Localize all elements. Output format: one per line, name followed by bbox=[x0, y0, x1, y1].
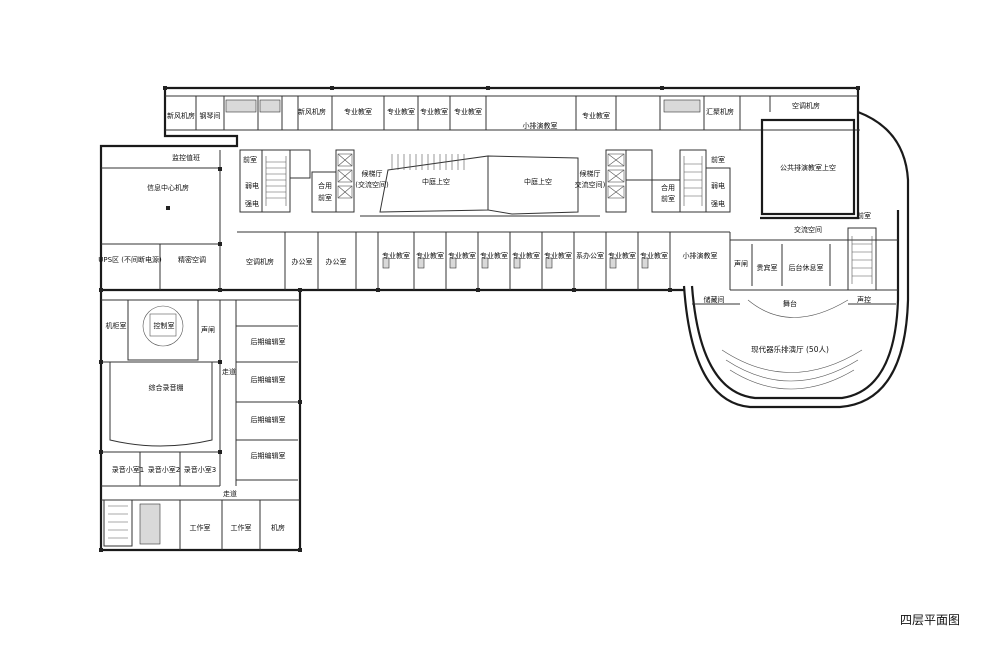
room-label: 录音小室1 bbox=[112, 465, 144, 474]
room-label: 合用 bbox=[661, 183, 675, 192]
room-label: 系办公室 bbox=[576, 251, 604, 260]
room-label: 专业教室 bbox=[512, 251, 540, 260]
room-label: 合用 bbox=[318, 181, 332, 190]
room-label: UPS区 (不间断电源) bbox=[98, 255, 162, 264]
room-label: 走道 bbox=[223, 489, 237, 498]
room-label: 专业教室 bbox=[640, 251, 668, 260]
room-label: 后期编辑室 bbox=[251, 451, 286, 460]
west-block-partitions bbox=[101, 167, 300, 550]
room-label: 汇聚机房 bbox=[706, 107, 734, 116]
room-label: 中庭上空 bbox=[422, 177, 450, 186]
room-label: 办公室 bbox=[292, 257, 313, 266]
drawing-caption: 四层平面图 bbox=[900, 613, 961, 627]
room-label: 新风机房 bbox=[167, 111, 195, 120]
room-label: 空调机房 bbox=[792, 101, 820, 110]
room-label: 监控值班 bbox=[172, 153, 200, 162]
room-label: 走道 bbox=[222, 367, 236, 376]
room-label: 后期编辑室 bbox=[251, 375, 286, 384]
room-label: 工作室 bbox=[231, 523, 252, 532]
room-label: 后期编辑室 bbox=[251, 415, 286, 424]
room-label: 控制室 bbox=[154, 321, 175, 330]
room-label: 专业教室 bbox=[454, 107, 482, 116]
room-label: 声控 bbox=[857, 295, 871, 304]
room-label: 强电 bbox=[245, 199, 259, 208]
room-label: 候梯厅 bbox=[362, 169, 383, 178]
room-label: 专业教室 bbox=[480, 251, 508, 260]
room-label: 专业教室 bbox=[387, 107, 415, 116]
room-label: 弱电 bbox=[711, 181, 725, 190]
room-label: 前室 bbox=[661, 194, 675, 203]
room-label: 录音小室2 bbox=[148, 465, 180, 474]
room-labels: 新风机房 钢琴间 新风机房 专业教室 专业教室 专业教室 专业教室 小排演教室 … bbox=[98, 101, 871, 532]
room-label: 贵宾室 bbox=[757, 263, 778, 272]
room-label: 办公室 bbox=[326, 257, 347, 266]
room-label: 小排演教室 bbox=[683, 251, 718, 260]
room-label: 强电 bbox=[711, 199, 725, 208]
room-label: 储藏间 bbox=[704, 295, 725, 304]
room-label: 工作室 bbox=[190, 523, 211, 532]
room-label: 专业教室 bbox=[420, 107, 448, 116]
room-label: 精密空调 bbox=[178, 255, 206, 264]
room-label: 专业教室 bbox=[416, 251, 444, 260]
left-core bbox=[239, 149, 355, 213]
room-label: 声闸 bbox=[201, 325, 215, 334]
room-label: 专业教室 bbox=[344, 107, 372, 116]
room-label: 前室 bbox=[318, 193, 332, 202]
north-row-partitions bbox=[165, 95, 860, 131]
room-label: 专业教室 bbox=[544, 251, 572, 260]
outer-walls bbox=[99, 86, 910, 552]
room-label: 现代器乐排演厅 (50人) bbox=[751, 344, 829, 354]
room-label: 新风机房 bbox=[298, 107, 326, 116]
room-label: 交流空间) bbox=[575, 180, 606, 189]
room-label: 后期编辑室 bbox=[251, 337, 286, 346]
room-label: (交流空间) bbox=[355, 180, 389, 189]
room-label: 舞台 bbox=[783, 299, 797, 308]
right-core bbox=[605, 118, 856, 216]
atrium bbox=[360, 154, 600, 217]
room-label: 小排演教室 bbox=[523, 121, 558, 130]
room-label: 前室 bbox=[711, 155, 725, 164]
room-label: 公共排演教室上空 bbox=[780, 163, 836, 172]
east-hall-details bbox=[692, 299, 896, 390]
south-row-partitions bbox=[237, 227, 877, 291]
room-label: 中庭上空 bbox=[524, 177, 552, 186]
room-label: 机柜室 bbox=[106, 321, 127, 330]
room-label: 弱电 bbox=[245, 181, 259, 190]
room-label: 候梯厅 bbox=[580, 169, 601, 178]
room-label: 专业教室 bbox=[448, 251, 476, 260]
room-label: 声闸 bbox=[734, 259, 748, 268]
room-label: 前室 bbox=[857, 211, 871, 220]
room-label: 前室 bbox=[243, 155, 257, 164]
room-label: 钢琴间 bbox=[200, 111, 221, 120]
room-label: 专业教室 bbox=[582, 111, 610, 120]
room-label: 信息中心机房 bbox=[147, 183, 189, 192]
room-label: 交流空间 bbox=[794, 225, 822, 234]
room-label: 专业教室 bbox=[382, 251, 410, 260]
room-label: 综合录音棚 bbox=[149, 383, 184, 392]
room-label: 录音小室3 bbox=[184, 465, 216, 474]
room-label: 后台休息室 bbox=[789, 263, 824, 272]
room-label: 空调机房 bbox=[246, 257, 274, 266]
room-label: 专业教室 bbox=[608, 251, 636, 260]
room-label: 机房 bbox=[271, 523, 285, 532]
structural-columns bbox=[99, 86, 860, 552]
